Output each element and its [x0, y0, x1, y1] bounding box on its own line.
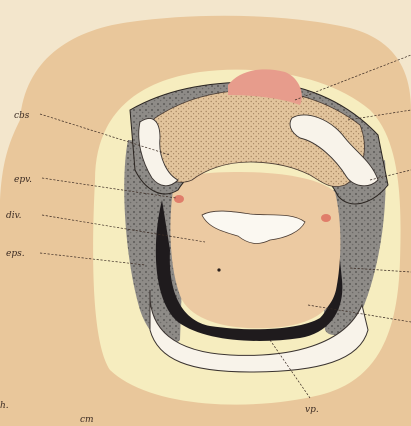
label-div: div. [6, 211, 22, 221]
label-cbs: cbs [14, 111, 30, 121]
pink-patch-right [321, 214, 331, 222]
label-cm: cm [80, 415, 94, 425]
cord-body [170, 172, 340, 328]
center-dot [217, 268, 220, 271]
label-eps: eps. [6, 249, 25, 259]
label-h: h. [0, 401, 9, 411]
pink-patch-left [174, 195, 184, 203]
label-vp: vp. [305, 405, 319, 415]
label-epv: epv. [14, 175, 32, 185]
